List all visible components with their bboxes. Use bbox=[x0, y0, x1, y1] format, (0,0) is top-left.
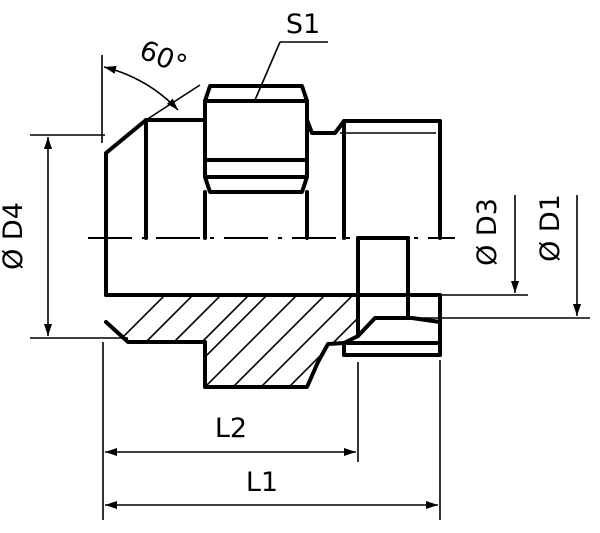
angle-label: 60° bbox=[135, 35, 191, 82]
hex-body bbox=[203, 84, 309, 240]
extension-lines bbox=[30, 55, 590, 520]
hex-size-label: S1 bbox=[286, 9, 320, 40]
d1-label: Ø D1 bbox=[535, 194, 566, 262]
d3-label: Ø D3 bbox=[472, 198, 503, 266]
cone-end bbox=[104, 118, 207, 297]
d4-label: Ø D4 bbox=[0, 202, 29, 270]
dimension-lines bbox=[44, 41, 581, 509]
l2-label: L2 bbox=[215, 413, 247, 444]
l1-label: L1 bbox=[246, 467, 278, 498]
hatched-section bbox=[104, 293, 360, 389]
